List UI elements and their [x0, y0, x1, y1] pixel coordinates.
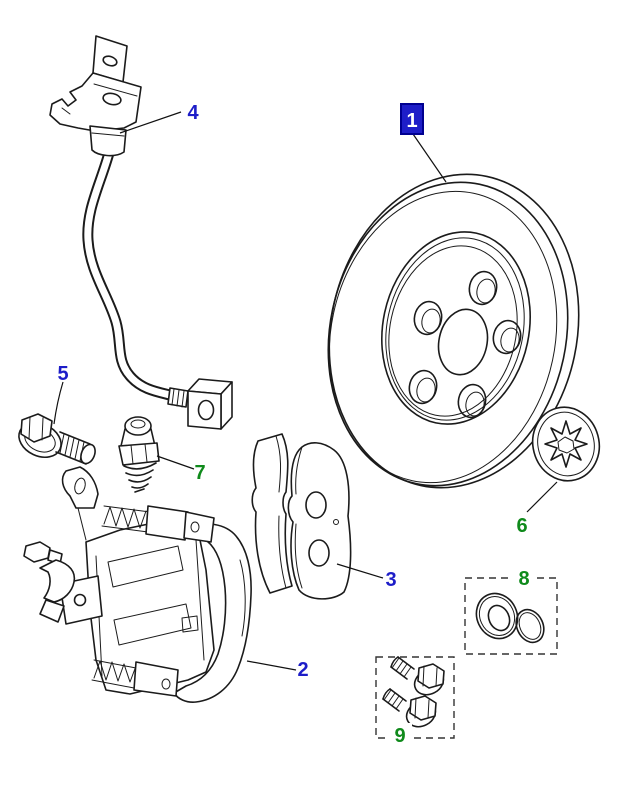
callout-7-number[interactable]: 7	[194, 462, 205, 484]
callout-5-number[interactable]: 5	[57, 363, 68, 385]
caliper-guide-pin-boot-top	[101, 505, 215, 543]
disc-lug-hole	[457, 383, 487, 419]
callout-9[interactable]: 9	[388, 723, 412, 747]
part-brake-pads-drawing	[251, 433, 352, 600]
caliper-ear	[61, 466, 99, 509]
hose-end-block-front	[187, 390, 222, 430]
part-bolt-drawing	[18, 413, 96, 465]
bolt-threads	[59, 433, 85, 462]
disc-center-bore	[437, 308, 489, 376]
leader-5	[53, 381, 64, 425]
bolt-kit-dashed-box	[375, 656, 455, 739]
pad-inner	[287, 442, 352, 600]
callout-1-highlight-box[interactable]	[400, 103, 424, 135]
part-brake-caliper-drawing	[23, 466, 252, 703]
pad-hole	[305, 491, 327, 519]
bracket-hole	[102, 92, 122, 106]
part-push-on-nut-drawing	[531, 406, 601, 482]
callout-2-number[interactable]: 2	[297, 659, 308, 681]
caliper-lever-arm	[23, 541, 76, 623]
callout-8[interactable]: 8	[511, 565, 537, 590]
part-brake-hose-drawing	[49, 35, 233, 430]
seal-kit-dashed-box	[464, 577, 558, 655]
hose-bracket-body	[49, 72, 142, 132]
disc-rim-line-2	[328, 190, 558, 484]
disc-lug-hole	[468, 270, 498, 306]
leader-3	[336, 563, 384, 579]
disc-hub-ring-2	[385, 237, 525, 421]
disc-lug-hole	[413, 300, 443, 336]
callout-3-number[interactable]: 3	[385, 569, 396, 591]
caliper-mount-hole	[73, 593, 87, 607]
disc-rim-line	[327, 181, 569, 487]
callout-9-backing	[388, 723, 412, 745]
callout-1[interactable]: 1	[400, 103, 424, 135]
part-bleed-screw-drawing	[118, 416, 160, 493]
callout-9-number[interactable]: 9	[394, 725, 405, 747]
hose-tube	[82, 151, 176, 402]
leader-4	[119, 111, 182, 134]
disc-lug-hole	[408, 369, 438, 405]
leader-7	[156, 455, 195, 470]
bleed-screw-dome	[124, 416, 152, 436]
callout-1-number[interactable]: 1	[406, 110, 417, 132]
bolt-kit-box	[375, 656, 455, 739]
disc-hub-ring-3	[388, 245, 518, 417]
pad-pin-dot	[333, 519, 339, 525]
leader-6	[526, 481, 558, 513]
leader-2	[246, 660, 297, 671]
caliper-guide-pin-boot-bottom	[91, 659, 179, 697]
callout-6-number[interactable]: 6	[516, 515, 527, 537]
caliper-carrier	[173, 523, 252, 703]
push-nut-center-hole	[557, 436, 575, 454]
disc-lug-hole	[492, 319, 522, 355]
push-nut-body	[531, 406, 601, 482]
leader-1	[412, 133, 447, 183]
hose-end-hole	[197, 399, 215, 421]
seal-kit-box	[464, 577, 558, 655]
callout-8-number[interactable]: 8	[518, 568, 529, 590]
pad-outer	[251, 433, 293, 594]
callout-8-backing	[511, 565, 537, 588]
pad-hole	[308, 539, 330, 567]
bracket-hole	[102, 55, 118, 67]
disc-hub-ring	[381, 231, 531, 425]
push-nut-star-teeth	[544, 420, 588, 468]
part-brake-disc-drawing	[327, 173, 580, 489]
bolt-shaft	[55, 431, 91, 465]
hose-collar	[89, 125, 127, 157]
callout-4-number[interactable]: 4	[187, 102, 199, 124]
kit-bolt	[382, 688, 437, 728]
kit-bolt	[390, 656, 445, 696]
bleed-screw-threads	[123, 462, 157, 493]
seal-ring-large	[475, 592, 519, 640]
bolt-hex-head	[20, 413, 53, 443]
callout-leader-lines	[53, 111, 558, 671]
bleed-screw-hex	[118, 442, 160, 466]
seal-ring-small	[515, 608, 545, 644]
